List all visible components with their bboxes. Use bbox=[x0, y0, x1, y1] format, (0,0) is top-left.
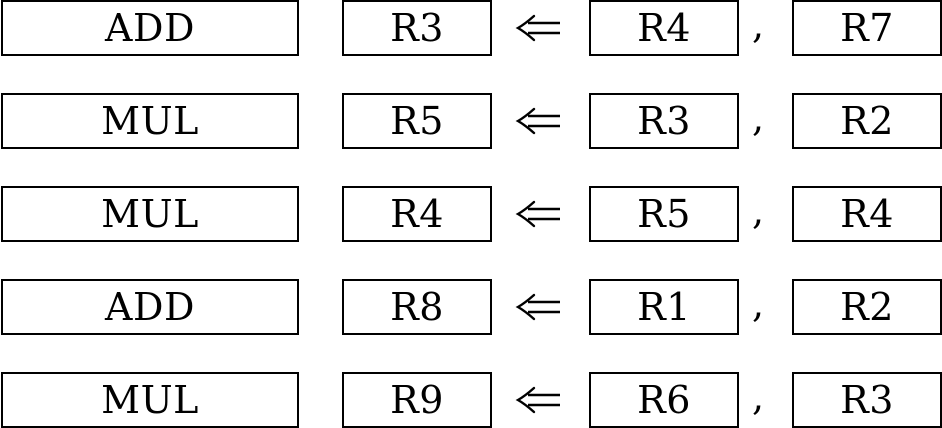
source-register-1-box: R1 bbox=[589, 279, 739, 335]
destination-register-box: R8 bbox=[342, 279, 492, 335]
source-register-2-box: R3 bbox=[792, 372, 942, 428]
instruction-row: MUL R9 R6 , R3 bbox=[0, 372, 942, 428]
instruction-row: ADD R8 R1 , R2 bbox=[0, 279, 942, 335]
operand-separator: , bbox=[752, 189, 765, 233]
source-register-1-box: R3 bbox=[589, 93, 739, 149]
operand-separator: , bbox=[752, 3, 765, 47]
operand-separator: , bbox=[752, 282, 765, 326]
source-register-2-box: R4 bbox=[792, 186, 942, 242]
opcode-box: MUL bbox=[1, 186, 299, 242]
opcode-box: MUL bbox=[1, 372, 299, 428]
instruction-row: ADD R3 R4 , R7 bbox=[0, 0, 942, 56]
operand-separator: , bbox=[752, 96, 765, 140]
source-register-2-box: R2 bbox=[792, 279, 942, 335]
left-double-arrow-icon bbox=[515, 107, 560, 135]
opcode-box: MUL bbox=[1, 93, 299, 149]
instruction-row: MUL R5 R3 , R2 bbox=[0, 93, 942, 149]
left-double-arrow-icon bbox=[515, 200, 560, 228]
opcode-box: ADD bbox=[1, 279, 299, 335]
source-register-2-box: R2 bbox=[792, 93, 942, 149]
source-register-1-box: R5 bbox=[589, 186, 739, 242]
destination-register-box: R5 bbox=[342, 93, 492, 149]
destination-register-box: R3 bbox=[342, 0, 492, 56]
left-double-arrow-icon bbox=[515, 386, 560, 414]
source-register-2-box: R7 bbox=[792, 0, 942, 56]
instruction-row: MUL R4 R5 , R4 bbox=[0, 186, 942, 242]
source-register-1-box: R4 bbox=[589, 0, 739, 56]
opcode-box: ADD bbox=[1, 0, 299, 56]
destination-register-box: R9 bbox=[342, 372, 492, 428]
operand-separator: , bbox=[752, 375, 765, 419]
source-register-1-box: R6 bbox=[589, 372, 739, 428]
destination-register-box: R4 bbox=[342, 186, 492, 242]
left-double-arrow-icon bbox=[515, 14, 560, 42]
left-double-arrow-icon bbox=[515, 293, 560, 321]
